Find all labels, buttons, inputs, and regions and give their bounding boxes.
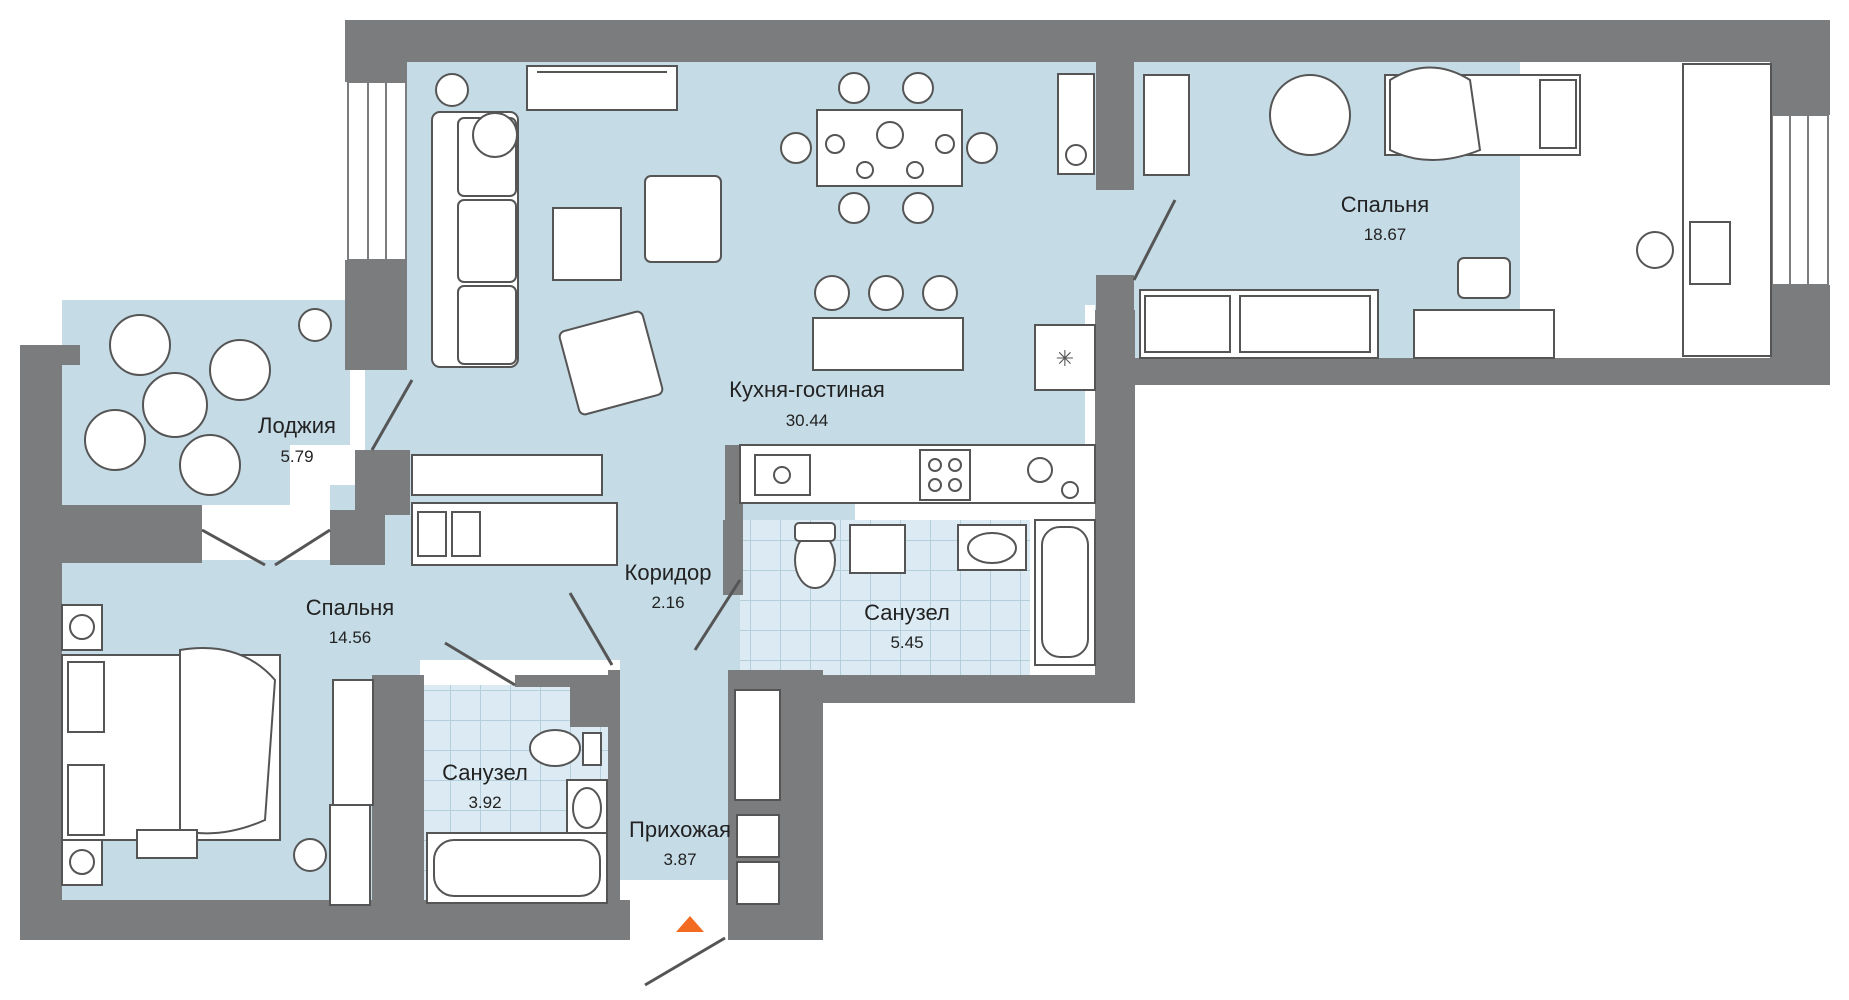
pouf: [1457, 257, 1511, 299]
kitchen-island: [812, 317, 964, 371]
wall-left-top: [20, 345, 80, 365]
wall-closet-col: [330, 510, 385, 565]
wall-closet-col2: [355, 450, 410, 515]
toilet-small: [529, 729, 581, 767]
door-swings: [201, 199, 1177, 987]
washer: [849, 524, 906, 574]
shelf-rack: [1143, 74, 1190, 176]
bathroom-fixtures: [426, 519, 1096, 904]
wall-corridor-cap: [608, 670, 620, 910]
wall-loggia-inner: [62, 505, 202, 563]
wall-bath-small-top: [515, 675, 620, 687]
label-bedroom-small-area: 14.56: [329, 628, 372, 647]
furniture-loggia: [84, 308, 332, 496]
label-bath-small-area: 3.92: [468, 793, 501, 812]
wall-top-left: [345, 20, 407, 82]
label-kitchen-area: 30.44: [786, 411, 829, 430]
furniture-living: ✳: [431, 65, 1096, 504]
wardrobe-small: [332, 679, 374, 806]
wall-shaft: [570, 685, 612, 727]
armchair-1: [644, 175, 722, 263]
label-bedroom-small-name: Спальня: [306, 595, 394, 620]
wall-left: [20, 345, 62, 940]
svg-text:✳: ✳: [1056, 347, 1074, 372]
vanity: [329, 804, 371, 906]
label-corridor-name: Коридор: [625, 560, 712, 585]
room-labels: Лоджия 5.79 Кухня-гостиная 30.44 Спальня…: [258, 192, 1429, 869]
bookshelf: [411, 454, 603, 496]
desk: [1682, 63, 1772, 357]
label-kitchen-name: Кухня-гостиная: [729, 377, 885, 402]
wall-bedroom-left: [1096, 62, 1134, 190]
label-bedroom-large-name: Спальня: [1341, 192, 1429, 217]
label-loggia-area: 5.79: [280, 447, 313, 466]
label-bath-large-name: Санузел: [864, 600, 950, 625]
wall-bottom: [20, 900, 630, 940]
loggia-table: [142, 372, 208, 438]
shoe-cabinet-2: [736, 861, 780, 905]
label-corridor-area: 2.16: [651, 593, 684, 612]
fridge: [1034, 324, 1096, 391]
wall-top: [345, 20, 1830, 62]
wall-bath-left: [723, 520, 743, 595]
label-bedroom-large-area: 18.67: [1364, 225, 1407, 244]
armchair-2: [558, 310, 664, 416]
label-bath-large-area: 5.45: [890, 633, 923, 652]
cooktop: [919, 449, 971, 501]
tv-stand: [526, 65, 678, 111]
wall-hall-right-cap: [728, 910, 823, 940]
coffee-table: [552, 207, 622, 281]
furniture-corridor: [411, 454, 781, 905]
walls: [20, 20, 1830, 940]
window-bedroom: [1771, 114, 1829, 286]
wall-right-top: [1770, 20, 1830, 115]
wall-bath-small-left: [372, 675, 424, 910]
entrance-arrow: [676, 916, 704, 932]
label-hallway-area: 3.87: [663, 850, 696, 869]
floor-lamp: [435, 73, 469, 107]
plant: [298, 308, 332, 342]
label-hallway-name: Прихожая: [629, 817, 731, 842]
armchair-bedroom: [1269, 74, 1351, 156]
wall-kitchen-right: [1095, 310, 1135, 690]
wall-bedroom-bottom: [1095, 358, 1830, 385]
label-bath-small-name: Санузел: [442, 760, 528, 785]
shoe-cabinet-1: [736, 814, 780, 858]
slippers-mat: [136, 829, 198, 859]
furniture-bedroom-large: [1139, 63, 1772, 359]
window-living: [347, 81, 407, 261]
label-loggia-name: Лоджия: [258, 413, 336, 438]
wall-bedroom-left2: [1096, 275, 1134, 320]
wardrobe-hall: [734, 689, 781, 801]
dresser: [1413, 309, 1555, 359]
furniture-bedroom-small: [61, 604, 374, 906]
wall-living-left: [345, 260, 407, 370]
